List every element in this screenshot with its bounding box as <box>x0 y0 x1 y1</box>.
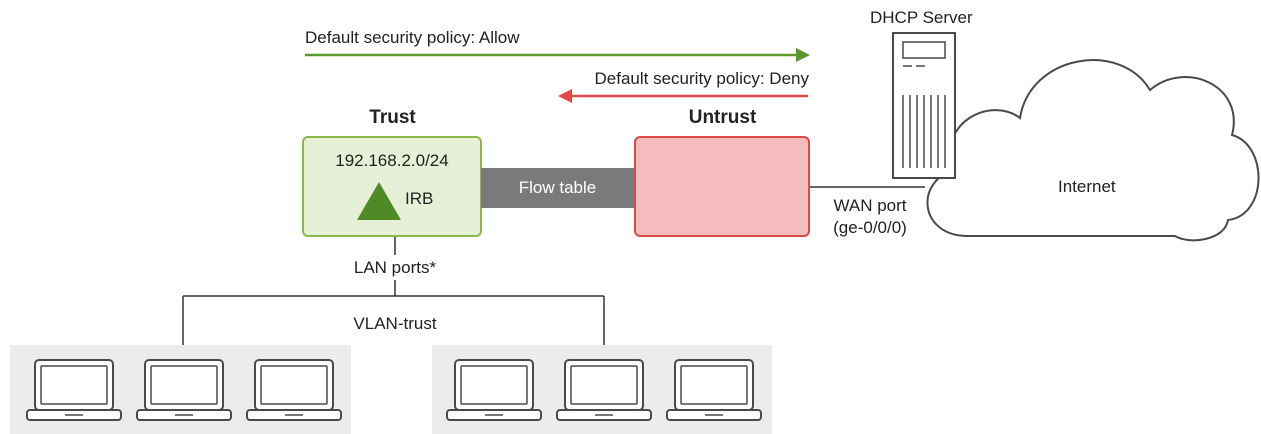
untrust-zone-title: Untrust <box>688 107 757 128</box>
trust-zone-title: Trust <box>369 107 416 128</box>
deny-arrow <box>558 89 808 103</box>
trust-subnet: 192.168.2.0/24 <box>335 151 449 170</box>
deny-policy-label: Default security policy: Deny <box>594 69 809 88</box>
server-icon <box>892 32 956 179</box>
allow-policy-label: Default security policy: Allow <box>305 28 520 47</box>
laptop-icon <box>446 359 542 421</box>
untrust-zone-box <box>634 136 810 237</box>
triangle-icon <box>357 182 401 220</box>
lan-ports-label: LAN ports* <box>353 258 437 277</box>
laptop-icon <box>556 359 652 421</box>
laptop-icon <box>26 359 122 421</box>
allow-arrow <box>305 48 810 62</box>
laptop-icon <box>246 359 342 421</box>
irb-label: IRB <box>405 189 434 208</box>
lan-tree <box>182 236 605 345</box>
internet-label: Internet <box>1058 177 1116 196</box>
wan-port-label: WAN port <box>833 196 907 215</box>
vlan-label: VLAN-trust <box>353 314 437 333</box>
laptop-icon <box>136 359 232 421</box>
laptop-icon <box>666 359 762 421</box>
wan-port-interface: (ge-0/0/0) <box>833 218 907 237</box>
flow-table: Flow table <box>481 168 634 208</box>
dhcp-server-label: DHCP Server <box>870 8 973 27</box>
